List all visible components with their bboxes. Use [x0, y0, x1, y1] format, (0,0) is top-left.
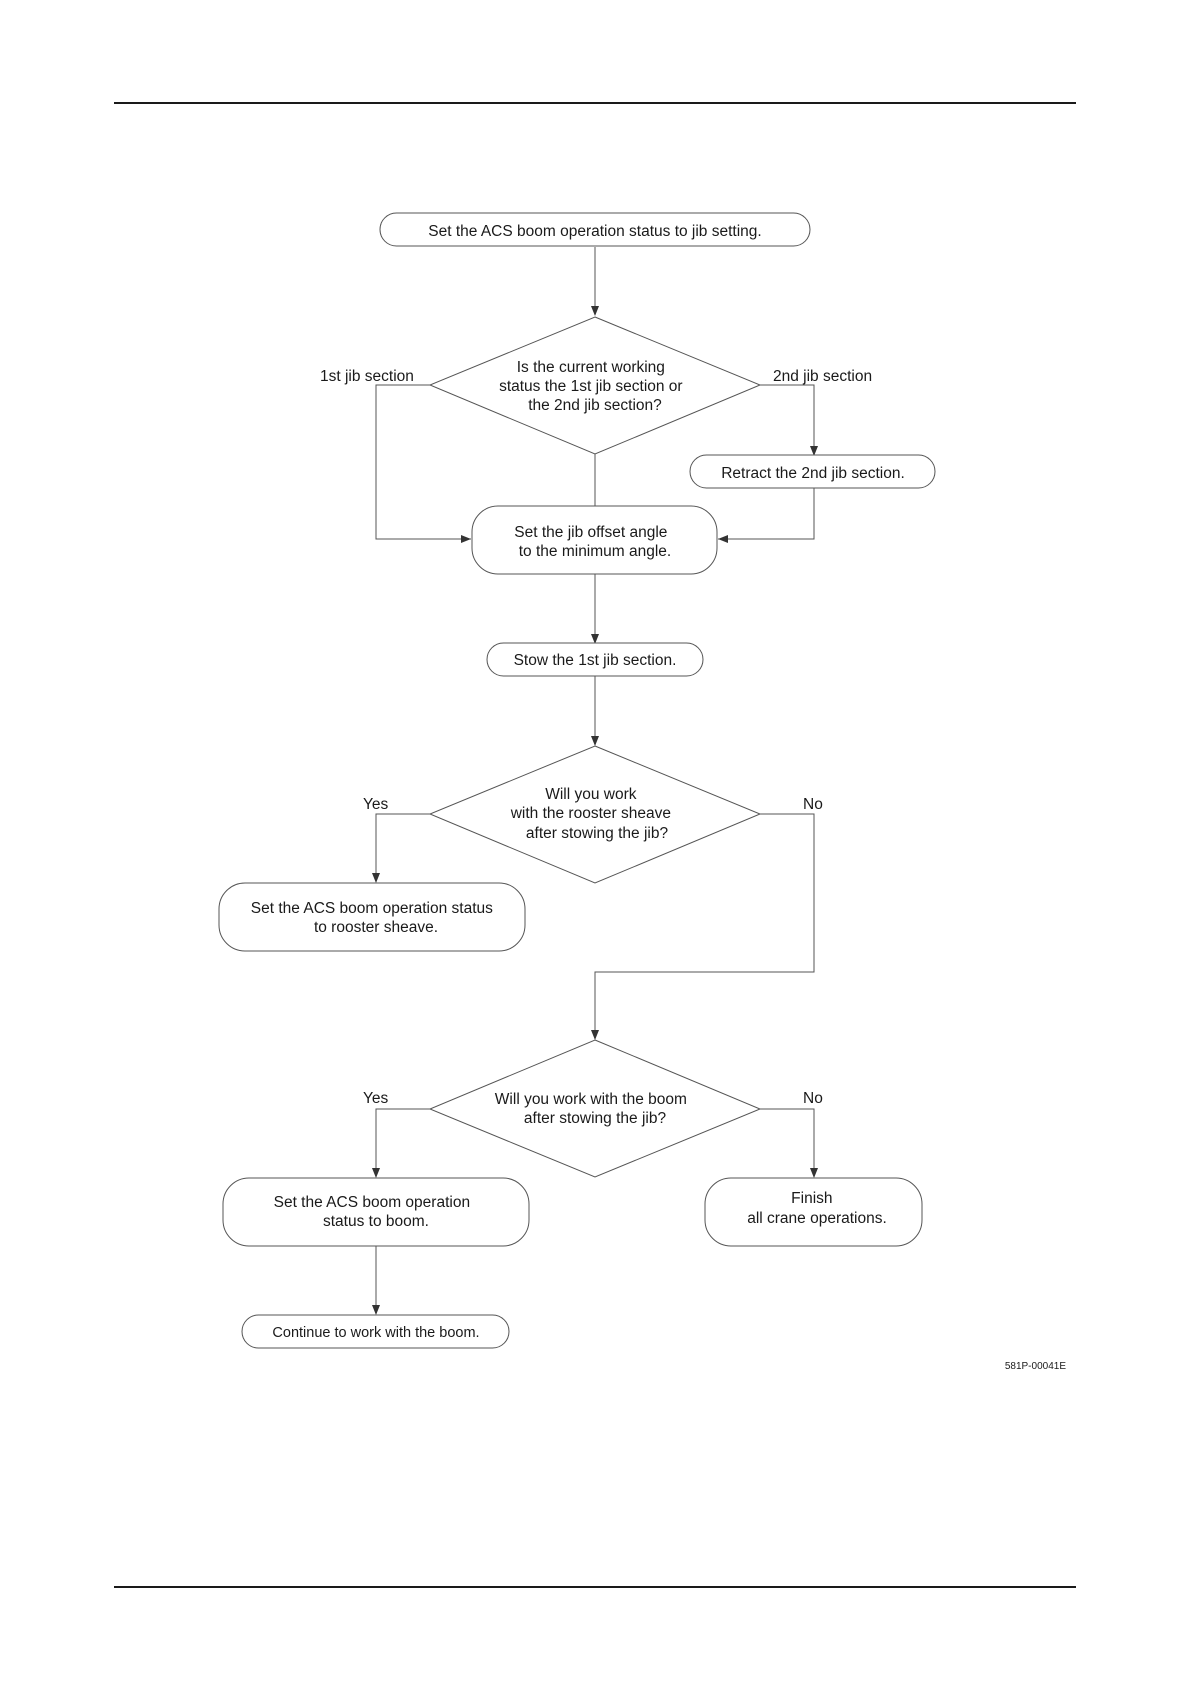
edge-labels: 1st jib section 2nd jib section Yes No Y… [320, 368, 872, 1107]
svg-text:Set the ACS boom operation sta: Set the ACS boom operation status to jib… [428, 223, 761, 240]
svg-text:Will you work with the boom: Will you work with the boom after stowin… [495, 1091, 691, 1127]
node-text-line: Set the ACS boom operation status [251, 900, 493, 917]
node-retract-2nd-jib: Retract the 2nd jib section. [689, 454, 936, 489]
arrow-head [810, 1168, 818, 1178]
node-text-line: the 2nd jib section? [528, 397, 662, 414]
node-set-boom-status: Set the ACS boom operation status to boo… [222, 1177, 530, 1247]
arrow-head [372, 1305, 380, 1315]
edge-label-1st-jib-section: 1st jib section [320, 368, 414, 385]
footer-rule [114, 1586, 1076, 1588]
svg-text:Retract the 2nd jib section.: Retract the 2nd jib section. [721, 465, 905, 482]
node-text-line: Will you work with the boom [495, 1091, 687, 1108]
node-continue-with-boom: Continue to work with the boom. [241, 1314, 510, 1349]
header-rule [114, 102, 1076, 104]
svg-text:Will you work with the r: Will you work with the rooster sheave af… [510, 786, 676, 842]
svg-text:Continue to work with the boom: Continue to work with the boom. [272, 1325, 479, 1341]
node-text-line: Retract the 2nd jib section. [721, 465, 905, 482]
arrow-head [372, 873, 380, 883]
node-text-line: Set the jib offset angle [514, 524, 667, 541]
decision-rooster-sheave: Will you work with the rooster sheave af… [428, 745, 762, 884]
svg-text:Finish all crane operati: Finish all crane operations. [747, 1190, 887, 1227]
arrow-head [591, 306, 599, 316]
svg-text:Set the ACS boom operation: Set the ACS boom operation status to boo… [274, 1194, 475, 1230]
edge-rooster-no [594, 813, 815, 1039]
edge-boom-yes [375, 1108, 430, 1177]
node-text-line: after stowing the jib? [526, 825, 669, 842]
figure-code: 581P-00041E [1005, 1361, 1066, 1372]
arrow-head [591, 634, 599, 644]
svg-text:Set the ACS boom operation sta: Set the ACS boom operation status to roo… [251, 900, 497, 936]
node-text-line: after stowing the jib? [524, 1110, 667, 1127]
edges [372, 247, 818, 1315]
node-text-line: with the rooster sheave [510, 805, 671, 822]
edge-retract-to-offset [718, 488, 815, 540]
edge-rooster-yes [375, 813, 430, 882]
edge-first-jib-to-offset [375, 384, 471, 540]
node-text-line: Set the ACS boom operation status to jib… [428, 223, 761, 240]
decision-work-with-boom: Will you work with the boom after stowin… [428, 1039, 762, 1178]
node-finish: Finish all crane operations. [704, 1177, 923, 1247]
node-text-line: status the 1st jib section or [499, 378, 683, 395]
node-text-line: status to boom. [323, 1213, 429, 1230]
edge-label-2nd-jib-section: 2nd jib section [773, 368, 872, 385]
node-text-line: Set the ACS boom operation [274, 1194, 470, 1211]
edge-label-rooster-yes: Yes [363, 796, 389, 813]
decision-current-section: Is the current working status the 1st ji… [428, 316, 762, 455]
arrow-head [461, 535, 471, 543]
arrow-head [810, 446, 818, 456]
node-text-line: to the minimum angle. [519, 543, 672, 560]
edge-second-jib-to-retract [760, 384, 815, 455]
node-text-line: Continue to work with the boom. [272, 1325, 479, 1341]
arrow-head [591, 1030, 599, 1040]
svg-text:Is the current working s: Is the current working status the 1st ji… [499, 359, 687, 414]
node-start: Set the ACS boom operation status to jib… [379, 212, 811, 247]
arrow-head [718, 535, 728, 543]
node-text-line: Is the current working [517, 359, 665, 376]
node-text-line: Stow the 1st jib section. [514, 652, 677, 669]
edge-boom-no [760, 1108, 815, 1177]
node-text-line: Will you work [545, 786, 637, 803]
node-text-line: all crane operations. [747, 1210, 887, 1227]
node-text-line: Finish [791, 1190, 832, 1207]
arrow-head [372, 1168, 380, 1178]
node-set-rooster-sheave: Set the ACS boom operation status to roo… [218, 882, 526, 952]
edge-label-rooster-no: No [803, 796, 823, 813]
node-stow-1st-jib: Stow the 1st jib section. [486, 642, 704, 677]
node-offset-angle: Set the jib offset angle to the minimum … [471, 505, 718, 575]
svg-text:Stow the 1st jib section.: Stow the 1st jib section. [514, 652, 677, 669]
node-text-line: to rooster sheave. [314, 919, 438, 936]
edge-label-boom-no: No [803, 1090, 823, 1107]
edge-label-boom-yes: Yes [363, 1090, 389, 1107]
svg-text:Set the jib offset angle: Set the jib offset angle to the minimum … [514, 524, 671, 560]
arrow-head [591, 736, 599, 746]
